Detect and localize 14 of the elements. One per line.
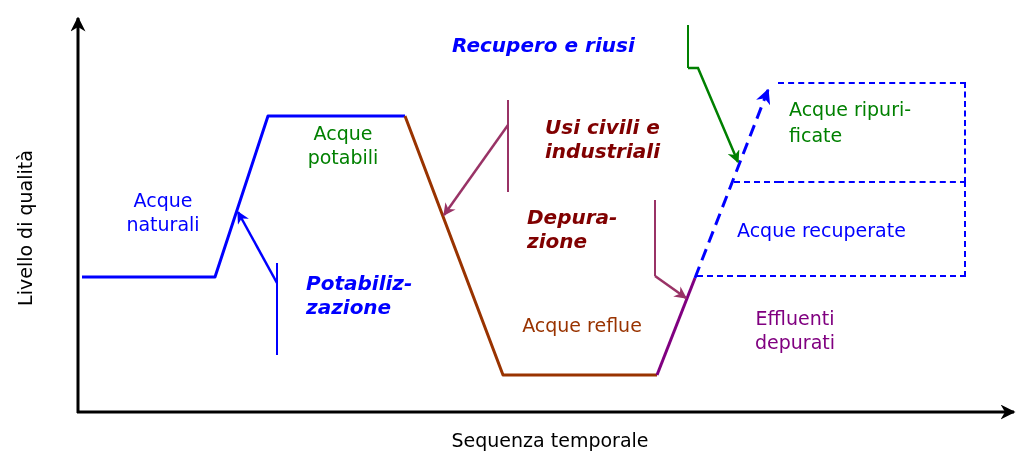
stage-label: Acque naturali (125, 188, 201, 236)
process-label: Recupero e riusi (445, 25, 689, 68)
stage-label: Acque potabili (306, 121, 380, 169)
box-label: Acque ripuri- ficate (789, 97, 913, 148)
leader-arrow (654, 275, 687, 299)
leader-arrow (236, 210, 279, 284)
box-label: Acque recuperate (737, 218, 907, 243)
stage-label: Effluenti depurati (753, 306, 836, 354)
dashed-box (778, 82, 966, 183)
leader-arrow (688, 66, 740, 164)
axis-title: Sequenza temporale (450, 428, 650, 452)
leader-arrow (443, 124, 509, 216)
axis-title: Livello di qualità (13, 149, 37, 308)
stage-label: Acque reflue (521, 313, 643, 337)
